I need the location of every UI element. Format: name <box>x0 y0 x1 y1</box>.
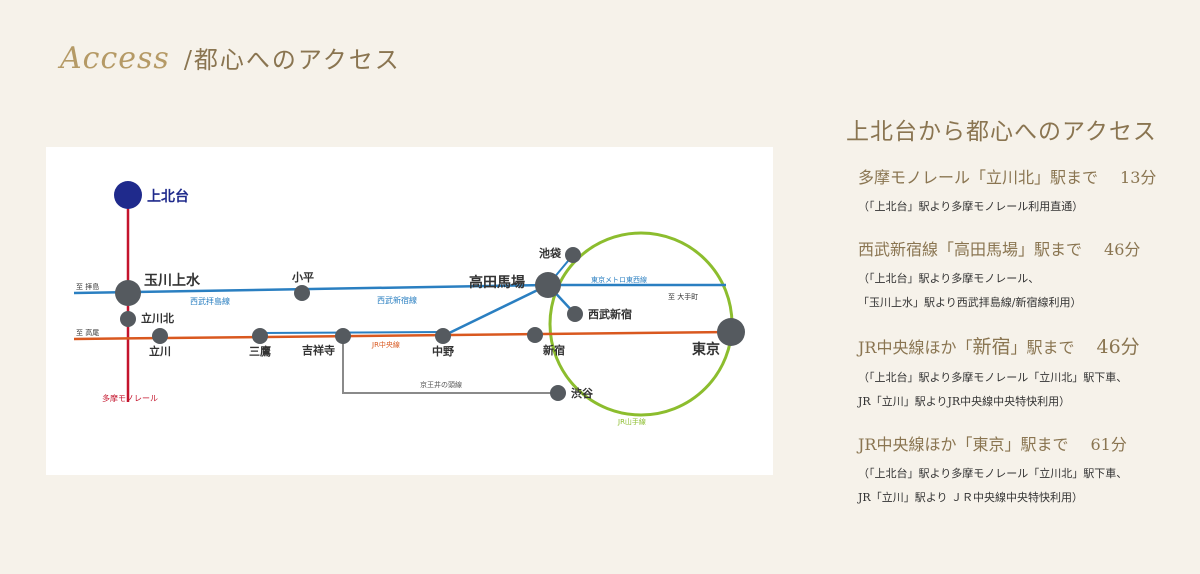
label-shibuya: 渋谷 <box>571 386 594 400</box>
label-shinjuku: 新宿 <box>543 343 565 357</box>
route-suffix: 」駅まで <box>1004 435 1069 454</box>
route-station: 高田馬場 <box>954 240 1019 259</box>
station-nakano <box>435 328 451 344</box>
route-note: （「上北台」駅より多摩モノレール利用直通） <box>858 200 1084 213</box>
route-station: 立川北 <box>986 168 1035 187</box>
title-japanese: /都心へのアクセス <box>183 46 401 74</box>
page-title: Access /都心へのアクセス <box>60 40 401 76</box>
route-suffix: 」駅まで <box>1034 168 1099 187</box>
route-title: 西武新宿線「高田馬場」駅まで 46分 <box>858 236 1191 260</box>
route-time: 46分 <box>1096 336 1140 358</box>
route-note: 「玉川上水」駅より西武拝島線/新宿線利用） <box>858 296 1082 309</box>
route-note: JR「立川」駅よりJR中央線中央特快利用） <box>858 395 1071 408</box>
label-takadanobaba: 高田馬場 <box>469 274 525 291</box>
station-seibushinjuku <box>567 306 583 322</box>
station-kodaira <box>294 285 310 301</box>
tozai-nakano-branch <box>442 283 549 338</box>
station-kichijoji <box>335 328 351 344</box>
route-suffix: 」駅まで <box>1018 240 1083 259</box>
station-kamikitadai <box>114 181 142 209</box>
station-ikebukuro <box>565 247 581 263</box>
label-tachikawa: 立川 <box>149 344 171 358</box>
route-time: 13分 <box>1120 168 1157 187</box>
label-yamanote: JR山手線 <box>617 417 646 426</box>
station-shinjuku <box>527 327 543 343</box>
station-tamagawajosui <box>115 280 141 306</box>
route-station: 東京 <box>972 435 1005 454</box>
label-kodaira: 小平 <box>291 270 314 284</box>
station-takadanobaba <box>535 272 561 298</box>
label-nakano: 中野 <box>432 344 454 358</box>
label-to-haijima: 至 拝島 <box>76 282 99 291</box>
label-mitaka: 三鷹 <box>249 344 271 358</box>
route-note: （「上北台」駅より多摩モノレール「立川北」駅下車、 <box>858 467 1128 480</box>
label-seibu-shinjuku: 西武新宿線 <box>377 295 417 305</box>
route-item: 西武新宿線「高田馬場」駅まで 46分 （「上北台」駅より多摩モノレール、 「玉川上… <box>858 236 1191 314</box>
label-tokyo: 東京 <box>692 341 720 358</box>
route-note: （「上北台」駅より多摩モノレール、 <box>858 272 1040 285</box>
station-tachikawakita <box>120 311 136 327</box>
route-note: JR「立川」駅より ＪＲ中央線中央特快利用） <box>858 491 1083 504</box>
route-time: 61分 <box>1090 435 1127 454</box>
route-suffix: 」駅まで <box>1010 338 1075 357</box>
route-prefix: 多摩モノレール「 <box>858 168 987 187</box>
title-script: Access <box>60 41 170 76</box>
label-tamagawajosui: 玉川上水 <box>144 272 201 289</box>
station-tokyo <box>717 318 745 346</box>
route-title: JR中央線ほか「東京」駅まで 61分 <box>858 431 1191 455</box>
label-tachikawakita: 立川北 <box>141 311 174 325</box>
label-kamikitadai: 上北台 <box>147 188 189 205</box>
route-station: 新宿 <box>972 336 1011 358</box>
route-title: 多摩モノレール「立川北」駅まで 13分 <box>858 164 1191 188</box>
route-prefix: JR中央線ほか「 <box>858 435 973 454</box>
station-shibuya <box>550 385 566 401</box>
route-note: （「上北台」駅より多摩モノレール「立川北」駅下車、 <box>858 371 1128 384</box>
access-heading: 上北台から都心へのアクセス <box>846 119 1157 145</box>
chuo-line <box>73 330 732 341</box>
route-time: 46分 <box>1104 240 1141 259</box>
label-seibushinjuku: 西武新宿 <box>588 307 632 321</box>
station-mitaka <box>252 328 268 344</box>
label-seibu-haijima: 西武拝島線 <box>190 296 230 306</box>
route-prefix: 西武新宿線「 <box>858 240 955 259</box>
label-to-otemachi: 至 大手町 <box>668 292 698 301</box>
route-item: 多摩モノレール「立川北」駅まで 13分 （「上北台」駅より多摩モノレール利用直通） <box>858 164 1191 218</box>
keio-line <box>342 336 558 394</box>
label-monorail: 多摩モノレール <box>102 393 158 403</box>
label-to-takao: 至 高尾 <box>76 328 99 337</box>
label-tozai: 東京メトロ東西線 <box>591 275 647 284</box>
route-title: JR中央線ほか「新宿」駅まで 46分 <box>858 332 1191 359</box>
route-map: 上北台 玉川上水 立川北 立川 三鷹 吉祥寺 小平 中野 高田馬場 池袋 西武新… <box>46 147 773 475</box>
station-tachikawa <box>152 328 168 344</box>
route-prefix: JR中央線ほか「 <box>858 338 973 357</box>
route-item: JR中央線ほか「新宿」駅まで 46分 （「上北台」駅より多摩モノレール「立川北」駅… <box>858 332 1191 413</box>
label-keio: 京王井の頭線 <box>420 380 462 389</box>
seibu-line <box>73 283 549 295</box>
label-kichijoji: 吉祥寺 <box>302 343 335 357</box>
label-ikebukuro: 池袋 <box>539 246 562 260</box>
route-item: JR中央線ほか「東京」駅まで 61分 （「上北台」駅より多摩モノレール「立川北」駅… <box>858 431 1191 509</box>
label-chuo: JR中央線 <box>371 340 400 349</box>
sobu-line <box>259 331 444 334</box>
